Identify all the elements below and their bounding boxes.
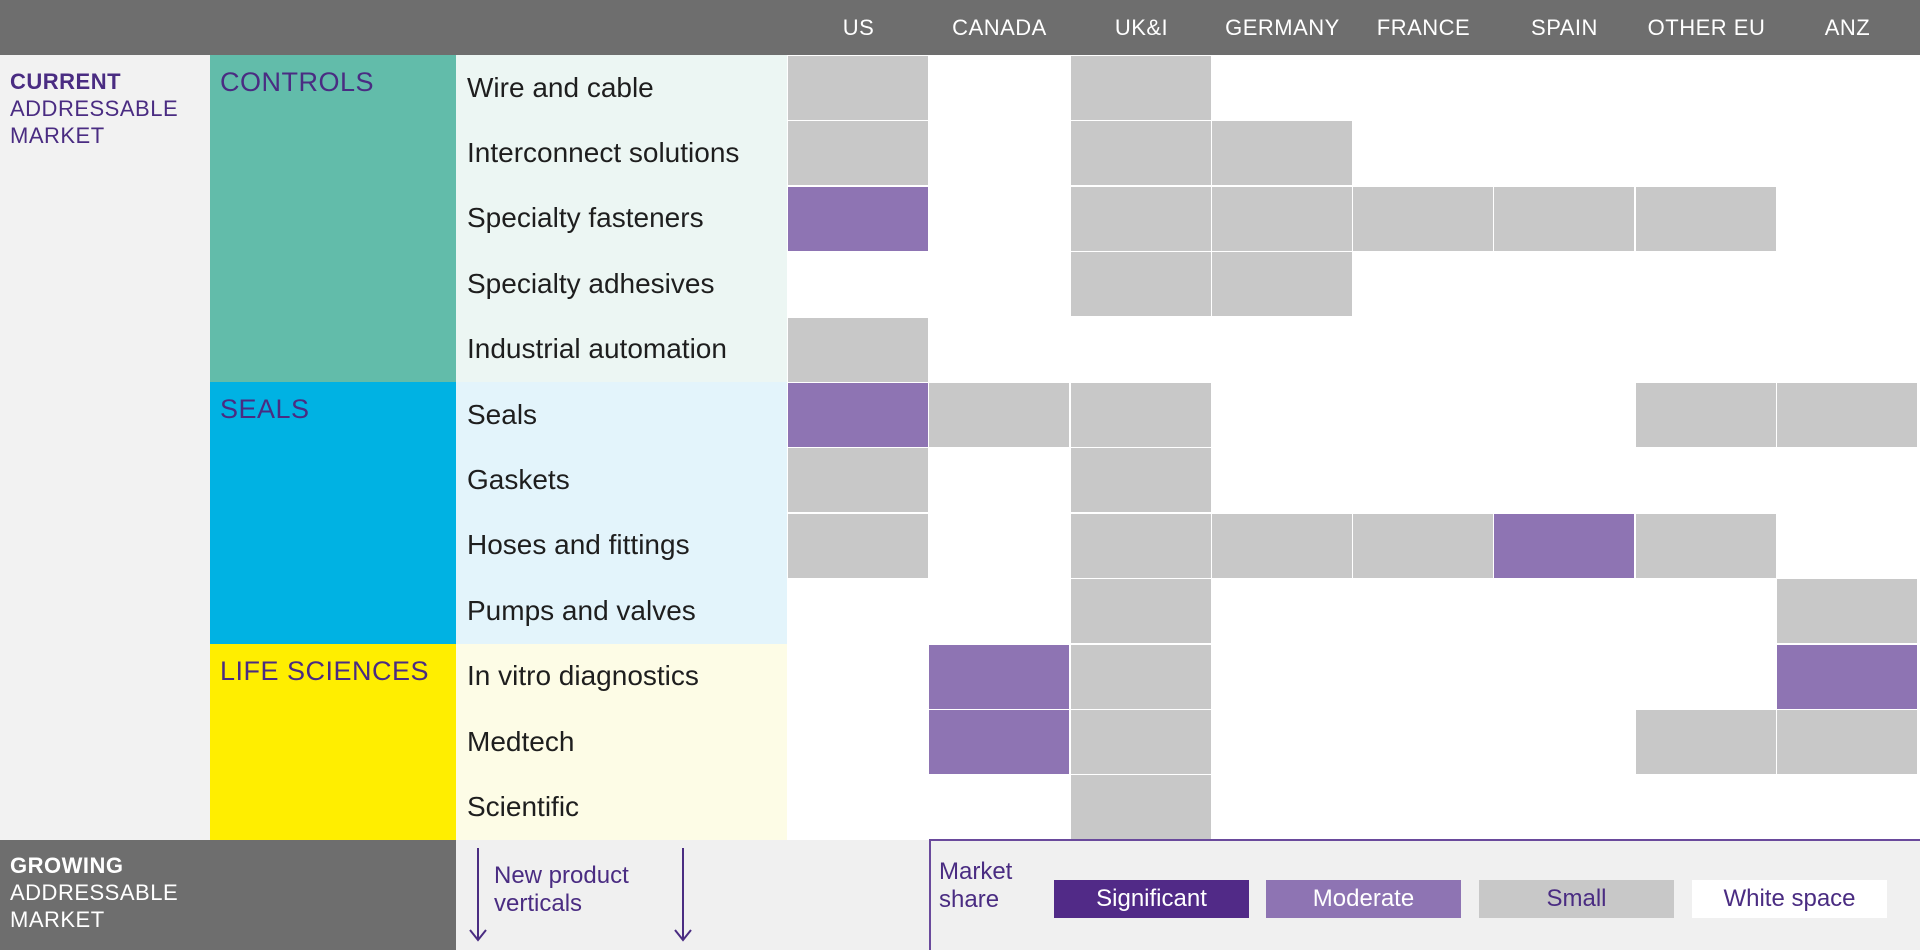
heatmap-cell-small [1071, 775, 1211, 840]
legend-item-significant: Significant [1054, 880, 1249, 918]
legend-item-small: Small [1479, 880, 1674, 918]
heatmap-cell-small [1212, 186, 1352, 251]
heatmap-cell-moderate [788, 186, 928, 251]
new-product-verticals-label: New product verticals [494, 862, 629, 918]
heatmap-cell-small [1636, 710, 1776, 774]
heatmap-cell-small [1071, 513, 1211, 578]
row-label: Specialty adhesives [467, 267, 715, 299]
legend-title-line-2: share [939, 886, 1000, 913]
left-label-column [0, 55, 210, 840]
column-header: CANADA [952, 14, 1047, 40]
heatmap-cell-small [1071, 448, 1211, 513]
column-header: FRANCE [1376, 14, 1471, 40]
current-addressable-market-label: CURRENT ADDRESSABLE MARKET [10, 68, 178, 149]
heatmap-cell-small [1777, 383, 1917, 447]
heatmap-cell-small [1494, 186, 1634, 251]
row-label: Seals [467, 398, 538, 430]
legend-title-line-1: Market [939, 858, 1013, 885]
column-header: ANZ [1824, 14, 1871, 40]
row-label: Medtech [467, 725, 575, 757]
column-header: GERMANY [1225, 14, 1340, 40]
growing-label-strong: GROWING [10, 853, 124, 878]
row-label-panel [456, 55, 787, 382]
heatmap-cell-small [1636, 186, 1776, 251]
group-block [210, 55, 456, 382]
group-label: CONTROLS [220, 67, 375, 97]
legend-title: Market share [939, 858, 1012, 914]
down-arrow-icon [469, 848, 487, 942]
heatmap-cell-small [1071, 383, 1211, 447]
heatmap-cell-small [1071, 121, 1211, 186]
row-label-panel [456, 643, 787, 840]
row-label: Interconnect solutions [467, 136, 740, 168]
heatmap-cell-small [1212, 121, 1352, 186]
heatmap-cell-small [788, 448, 928, 513]
heatmap-cell-small [929, 383, 1069, 447]
row-label: Industrial automation [467, 333, 727, 365]
group-label: LIFE SCIENCES [220, 655, 430, 686]
heatmap-cell-small [1353, 186, 1493, 251]
current-label-line-3: MARKET [10, 123, 105, 148]
group-block [210, 643, 456, 840]
column-header: UK&I [1114, 14, 1169, 40]
new-verticals-panel [456, 840, 930, 950]
heatmap-cell-small [1071, 252, 1211, 317]
heatmap-cell-moderate [929, 710, 1069, 774]
column-header: SPAIN [1531, 14, 1598, 40]
heatmap-cell-small [788, 317, 928, 382]
column-header: OTHER EU [1647, 14, 1766, 40]
growing-label-line-3: MARKET [10, 907, 105, 932]
heatmap-cell-small [1212, 252, 1352, 317]
heatmap-cell-small [1777, 710, 1917, 774]
row-label: Wire and cable [467, 71, 654, 103]
down-arrow-icon [674, 848, 692, 942]
heatmap-cell-small [788, 121, 928, 186]
row-label: Hoses and fittings [467, 529, 690, 561]
current-label-strong: CURRENT [10, 69, 122, 94]
heatmap-cell-small [1353, 513, 1493, 578]
row-label: In vitro diagnostics [467, 660, 699, 692]
heatmap-cell-small [1636, 383, 1776, 447]
growing-label-line-2: ADDRESSABLE [10, 880, 179, 905]
legend-item-moderate: Moderate [1266, 880, 1461, 918]
heatmap-cell-moderate [1494, 513, 1634, 578]
heatmap-cell-moderate [929, 644, 1069, 709]
column-header: US [842, 14, 875, 40]
row-label: Scientific [467, 790, 580, 822]
row-label: Pumps and valves [467, 594, 696, 626]
current-label-line-2: ADDRESSABLE [10, 96, 179, 121]
row-label-panel [456, 382, 787, 644]
heatmap-cell-small [1777, 579, 1917, 644]
growing-addressable-market-label: GROWING ADDRESSABLE MARKET [10, 852, 178, 933]
heatmap-cell-small [788, 56, 928, 120]
verticals-label-line-2: verticals [494, 890, 583, 917]
column-header-bar [0, 0, 1920, 55]
heatmap-cell-small [1212, 513, 1352, 578]
group-block [210, 382, 456, 644]
heatmap-cell-small [1071, 710, 1211, 774]
row-label: Specialty fasteners [467, 202, 704, 234]
verticals-label-line-1: New product [494, 862, 629, 889]
heatmap-cell-moderate [1777, 644, 1917, 709]
heatmap-cell-small [1636, 513, 1776, 578]
row-label: Gaskets [467, 463, 570, 495]
heatmap-cell-small [1071, 579, 1211, 644]
heatmap-cell-small [1071, 644, 1211, 709]
heatmap-cell-moderate [788, 383, 928, 447]
heatmap-cell-small [1071, 186, 1211, 251]
heatmap-cell-small [1071, 56, 1211, 120]
group-label: SEALS [220, 394, 310, 424]
growing-market-bar [0, 840, 456, 950]
legend-item-white: White space [1692, 880, 1887, 918]
heatmap-cell-small [788, 513, 928, 578]
